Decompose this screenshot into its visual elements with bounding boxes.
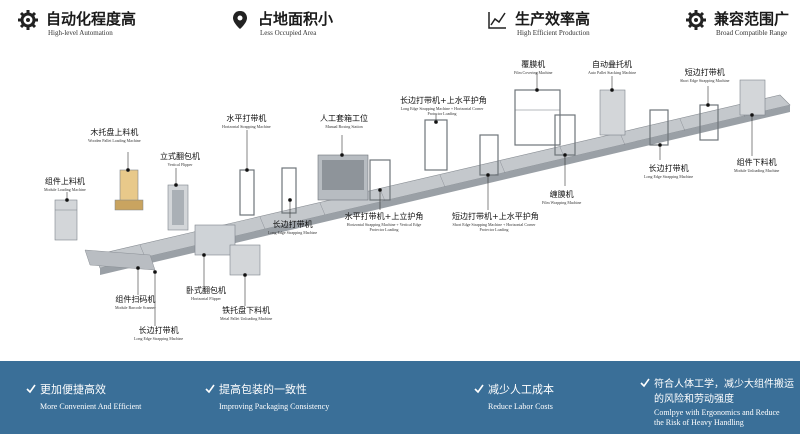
feature-title: 兼容范围广 xyxy=(714,10,790,28)
checkmark-icon xyxy=(26,384,36,394)
benefit-subtitle: Comlpye with Ergonomics and Reduce xyxy=(654,408,780,417)
machine-module-loading xyxy=(54,199,78,241)
benefits-band: 更加便捷高效 More Convenient And Efficient 提高包… xyxy=(0,361,800,434)
benefit-title: 提高包装的一致性 xyxy=(219,383,307,396)
machine-horizontal-flipper xyxy=(194,224,236,256)
machine-manual-boxing xyxy=(317,154,369,201)
machine-auto-pallet-stacking xyxy=(599,89,626,136)
feature-subtitle: Broad Compatible Range xyxy=(716,29,788,37)
feature-title: 占地面积小 xyxy=(258,10,334,28)
machine-module-unloading xyxy=(739,79,766,116)
benefit-ergonomics: 符合人体工学，减少大组件搬运 的风险和劳动强度 Comlpye with Erg… xyxy=(640,375,794,427)
machine-metal-pallet-unloading xyxy=(229,244,261,276)
machine-film-covering xyxy=(514,89,561,146)
location-pin-icon xyxy=(233,11,247,29)
leader-lines xyxy=(65,72,754,326)
benefit-subtitle: More Convenient And Efficient xyxy=(40,402,142,411)
benefit-convenient: 更加便捷高效 More Convenient And Efficient xyxy=(26,381,141,411)
benefit-title: 减少人工成本 xyxy=(488,383,554,396)
line-chart-icon xyxy=(488,12,506,29)
checkmark-icon xyxy=(205,384,215,394)
checkmark-icon xyxy=(640,378,650,388)
machine-vertical-flipper xyxy=(167,184,189,231)
feature-subtitle: Less Occupied Area xyxy=(260,29,317,37)
feature-subtitle: High-level Automation xyxy=(48,29,113,37)
benefit-subtitle: Improving Packaging Consistency xyxy=(219,402,330,411)
machine-wooden-pallet-loading xyxy=(114,169,144,211)
gear-icon xyxy=(18,10,38,30)
feature-title: 自动化程度高 xyxy=(46,10,137,28)
production-line-diagram xyxy=(54,72,791,326)
checkmark-icon xyxy=(474,384,484,394)
benefit-title-line2: 的风险和劳动强度 xyxy=(654,394,734,405)
benefit-title: 符合人体工学，减少大组件搬运 xyxy=(654,379,794,390)
entry-conveyor xyxy=(84,249,156,271)
machine-strapping-2 xyxy=(281,167,297,214)
feature-bar: 自动化程度高 High-level Automation 占地面积小 Less … xyxy=(0,0,800,50)
feature-title: 生产效率高 xyxy=(515,10,591,28)
benefit-consistency: 提高包装的一致性 Improving Packaging Consistency xyxy=(205,381,329,411)
machine-strapping-1 xyxy=(239,169,255,216)
benefit-title: 更加便捷高效 xyxy=(40,383,106,396)
machine-long-edge-strapping-protector xyxy=(424,119,448,171)
benefit-labor-costs: 减少人工成本 Reduce Labor Costs xyxy=(474,381,554,411)
gear-icon xyxy=(686,10,706,30)
benefit-subtitle-line2: the Risk of Heavy Handling xyxy=(654,418,744,427)
feature-subtitle: High Efficient Production xyxy=(517,29,590,37)
benefit-subtitle: Reduce Labor Costs xyxy=(488,402,553,411)
